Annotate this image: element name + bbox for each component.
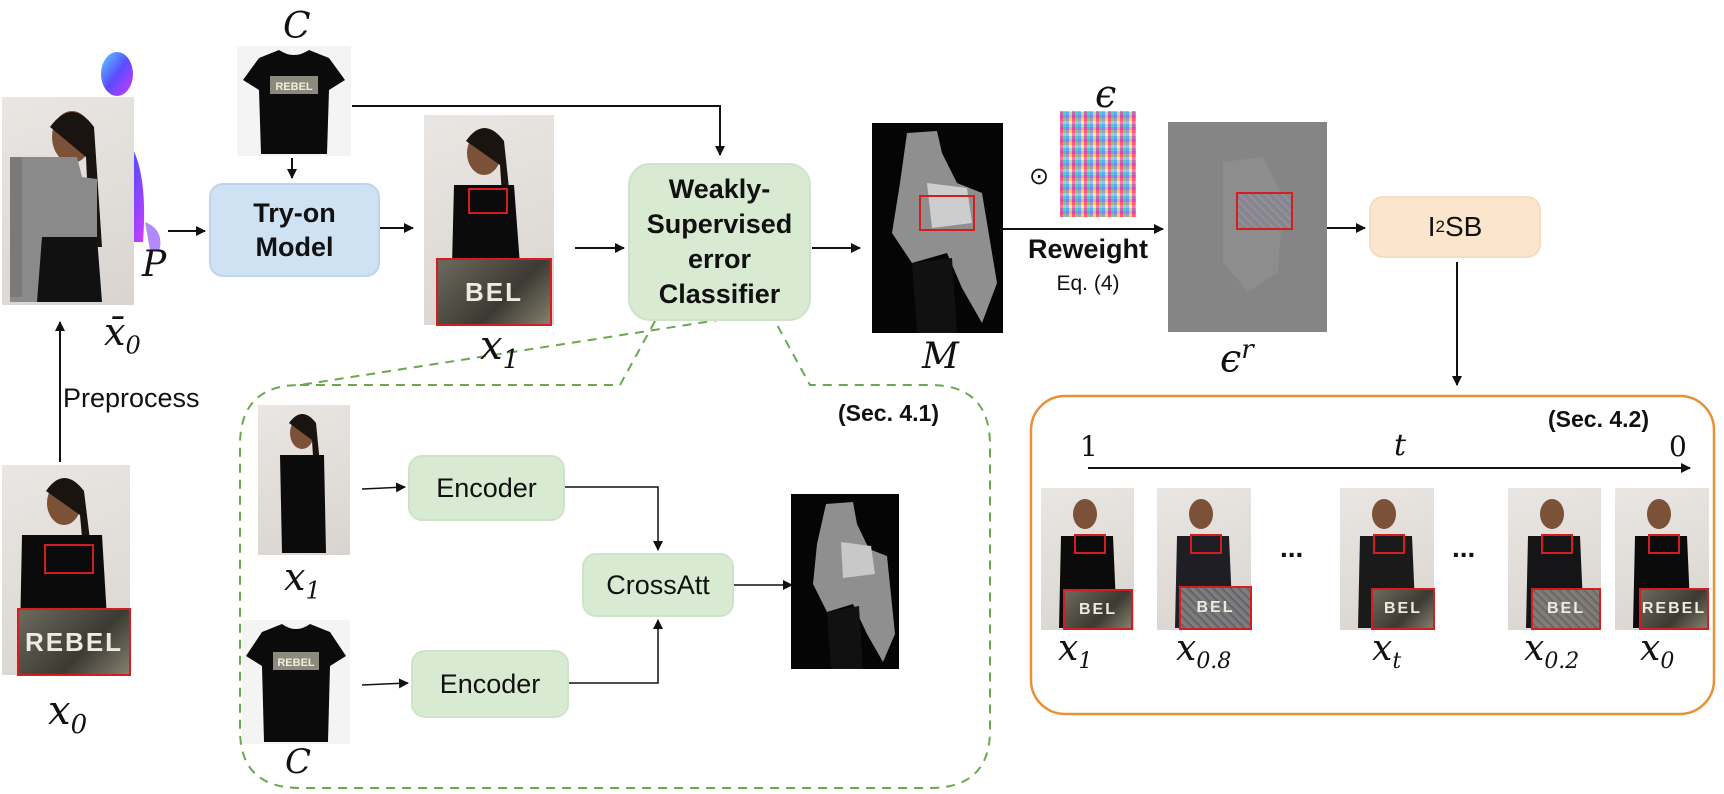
sub-garment-image: REBEL <box>242 620 350 744</box>
frame-label-x0: x0 <box>1640 628 1675 675</box>
frame-x08-zoom: BEL <box>1179 586 1252 630</box>
preprocess-label: Preprocess <box>63 383 200 413</box>
frame-label-x1: x1 <box>1058 628 1093 675</box>
arrow-garment-to-classifier <box>352 105 725 156</box>
odot-symbol: ⊙ <box>1029 162 1050 190</box>
classifier-line-1: Weakly- <box>668 174 771 204</box>
sub-garment-label: C <box>285 742 312 782</box>
frame-x0-zoom: REBEL <box>1639 588 1709 630</box>
frame-label-xt: xt <box>1372 628 1402 675</box>
arrow-encoder2-to-crossatt <box>569 619 663 684</box>
classifier-detail-callout <box>239 310 991 789</box>
reweighted-noise-label: ϵr <box>1220 335 1254 381</box>
agnostic-image <box>2 97 134 305</box>
timeline-end-label: 0 <box>1669 430 1687 463</box>
tryon-zoom-inset: BEL <box>436 258 552 326</box>
original-label: x0 <box>48 688 88 740</box>
frame-x02-zoom: BEL <box>1531 588 1601 630</box>
noise-label: ϵ <box>1095 72 1117 116</box>
classifier-line-3: error <box>687 244 752 274</box>
noise-image <box>1060 111 1136 217</box>
mask-label: M <box>922 336 959 377</box>
arrow-c-to-encoder <box>361 678 409 689</box>
garment-image-top: REBEL <box>237 46 351 156</box>
timeline-t-label: t <box>1394 428 1407 463</box>
shirt-print-sub: REBEL <box>277 657 315 669</box>
arrow-x1-to-encoder <box>361 482 406 493</box>
ellipsis-1: ... <box>1280 532 1304 563</box>
timeline-box <box>1029 394 1716 716</box>
shirt-print-top: REBEL <box>275 81 313 93</box>
arrow-encoder1-to-crossatt <box>565 486 663 551</box>
frame-label-x02: x0.2 <box>1524 628 1580 675</box>
agnostic-label: x̄0 <box>104 310 141 360</box>
tryon-line-2: Model <box>255 232 334 262</box>
frame-label-x08: x0.8 <box>1176 628 1232 675</box>
garment-label-top: C <box>283 6 311 47</box>
error-mask-image <box>872 123 1003 333</box>
error-classifier-node: Weakly- Supervised error Classifier <box>628 163 811 321</box>
pose-label: P <box>142 244 167 285</box>
encoder-1-node: Encoder <box>408 455 565 521</box>
section-41-label: (Sec. 4.1) <box>838 400 939 426</box>
ellipsis-2: ... <box>1452 532 1476 563</box>
frame-x1-zoom: BEL <box>1063 589 1133 630</box>
sub-error-map <box>791 494 899 669</box>
reweight-title: Reweight <box>1027 234 1148 264</box>
x1-main-label: x1 <box>480 323 520 375</box>
tryon-line-1: Try-on <box>253 198 336 228</box>
sub-tryon-image <box>258 405 350 555</box>
sub-x1-label: x1 <box>284 555 321 605</box>
reweight-equation: Eq. (4) <box>1056 272 1120 295</box>
frame-xt-zoom: BEL <box>1371 588 1435 630</box>
tryon-model-node: Try-on Model <box>209 183 380 277</box>
crossatt-node: CrossAtt <box>582 553 734 617</box>
classifier-line-2: Supervised <box>646 209 793 239</box>
original-zoom-inset: REBEL <box>17 608 131 676</box>
timeline-start-label: 1 <box>1080 430 1098 463</box>
section-42-label: (Sec. 4.2) <box>1548 406 1649 432</box>
reweighted-noise-image <box>1168 122 1327 332</box>
classifier-line-4: Classifier <box>658 279 781 309</box>
encoder-2-node: Encoder <box>411 650 569 718</box>
